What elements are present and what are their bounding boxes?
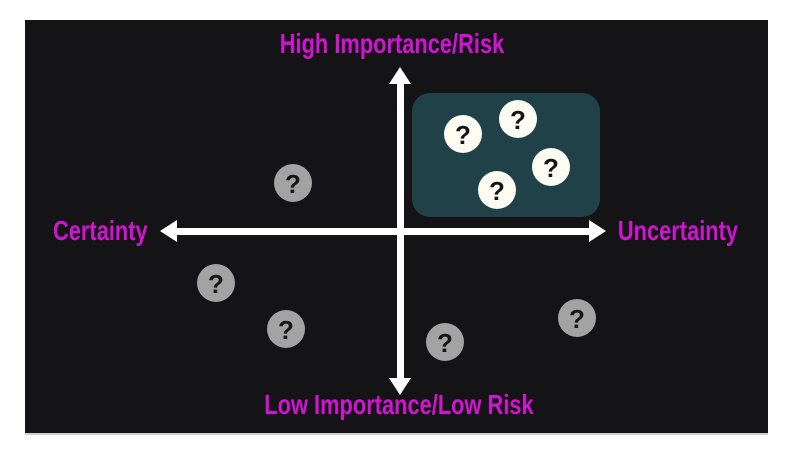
arrow-right-icon (589, 220, 606, 242)
axis-label-right-text: Uncertainty (617, 215, 738, 246)
arrow-down-icon (389, 378, 411, 395)
question-mark-glyph: ? (489, 176, 505, 206)
question-marker: ? (426, 323, 464, 361)
axis-label-right: Uncertainty (584, 215, 738, 247)
question-marker: ? (444, 115, 482, 153)
question-mark-glyph: ? (455, 120, 471, 150)
question-marker: ? (267, 310, 305, 348)
arrow-up-icon (389, 67, 411, 84)
question-mark-glyph: ? (285, 169, 301, 199)
question-marker: ? (274, 164, 312, 202)
arrow-left-icon (160, 220, 177, 242)
question-mark-glyph: ? (510, 105, 526, 135)
question-marker: ? (558, 299, 596, 337)
axis-label-bottom-text: Low Importance/Low Risk (264, 389, 534, 420)
question-mark-glyph: ? (437, 328, 453, 358)
question-mark-glyph: ? (543, 153, 559, 183)
question-marker: ? (478, 171, 516, 209)
question-mark-glyph: ? (208, 269, 224, 299)
question-mark-glyph: ? (278, 315, 294, 345)
slide-canvas: High Importance/Risk Low Importance/Low … (25, 20, 768, 433)
horizontal-axis (176, 228, 590, 235)
markers-layer: ????????? (25, 20, 768, 433)
axis-label-left-text: Certainty (53, 215, 148, 246)
axis-label-left: Certainty (53, 215, 174, 247)
question-marker: ? (197, 264, 235, 302)
axis-label-top-text: High Importance/Risk (279, 28, 505, 59)
axis-label-bottom: Low Importance/Low Risk (226, 389, 571, 421)
axis-label-top: High Importance/Risk (248, 28, 536, 60)
question-marker: ? (532, 148, 570, 186)
question-marker: ? (499, 100, 537, 138)
question-mark-glyph: ? (569, 304, 585, 334)
